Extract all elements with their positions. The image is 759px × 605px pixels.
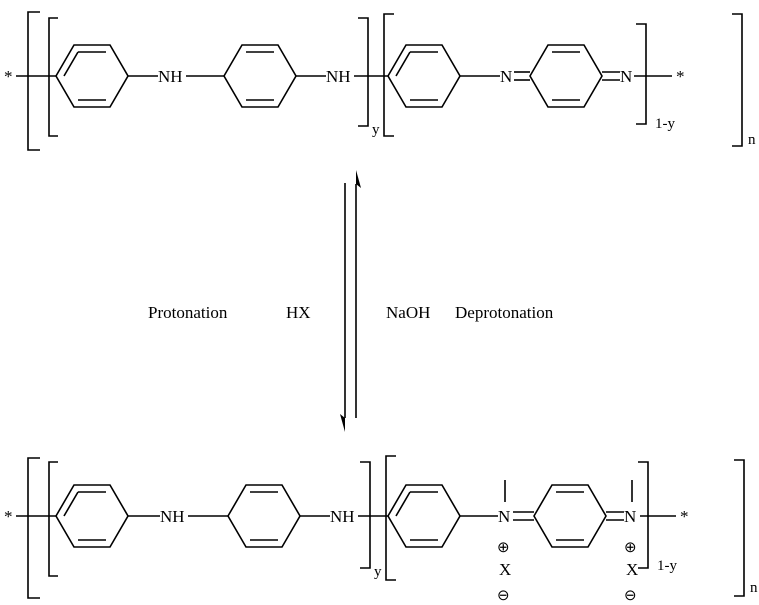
bracket-1y-left [385,455,396,581]
protonation-label: Protonation [148,303,228,322]
amine-label: NH [330,507,355,526]
naoh-reagent-label: NaOH [386,303,430,322]
imine-label: N [624,507,636,526]
outer-bracket-right [732,13,743,147]
end-group-right: * [680,507,689,526]
bracket-1y-left [383,13,394,137]
benzenoid-ring [55,44,129,108]
outer-bracket-left [27,11,40,151]
subscript-n: n [748,132,756,148]
imine-label: N [498,507,510,526]
quinoid-ring [529,44,603,108]
imine-label: N [500,67,512,86]
amine-label: NH [158,67,183,86]
subscript-y: y [372,122,380,138]
amine-label: NH [160,507,185,526]
benzenoid-ring [387,44,461,108]
counter-ion-label: X [626,560,638,579]
subscript-y: y [374,564,382,580]
bracket-y-left [48,461,58,577]
hx-reagent-label: HX [286,303,311,322]
down-arrow-head-icon [340,414,345,432]
subscript-1-y: 1-y [657,558,677,574]
subscript-1-y: 1-y [655,116,675,132]
up-arrow-head-icon [356,170,361,188]
benzenoid-ring [387,484,461,548]
counter-ion-label: X [499,560,511,579]
equilibrium-arrows [340,170,361,432]
bracket-1y-right [638,461,649,569]
subscript-n: n [750,580,758,596]
end-group-left: * [4,67,13,86]
end-group-left: * [4,507,13,526]
benzenoid-ring [55,484,129,548]
benzenoid-ring [227,484,301,548]
positive-charge-icon: ⊕ [497,540,510,556]
deprotonation-label: Deprotonation [455,303,554,322]
outer-bracket-left [27,457,40,599]
quinoid-ring [533,484,607,548]
negative-charge-icon: ⊖ [497,588,510,604]
bracket-y-right [358,17,369,127]
imine-label: N [620,67,632,86]
amine-label: NH [326,67,351,86]
negative-charge-icon: ⊖ [624,588,637,604]
benzenoid-ring [223,44,297,108]
bracket-1y-right [636,23,647,125]
outer-bracket-right [734,459,745,597]
end-group-right: * [676,67,685,86]
bracket-y-left [48,17,58,137]
positive-charge-icon: ⊕ [624,540,637,556]
emeraldine-base-structure: * NH NH y [4,11,756,151]
bracket-y-right [360,461,371,569]
emeraldine-salt-structure: * NH NH y [4,455,758,604]
